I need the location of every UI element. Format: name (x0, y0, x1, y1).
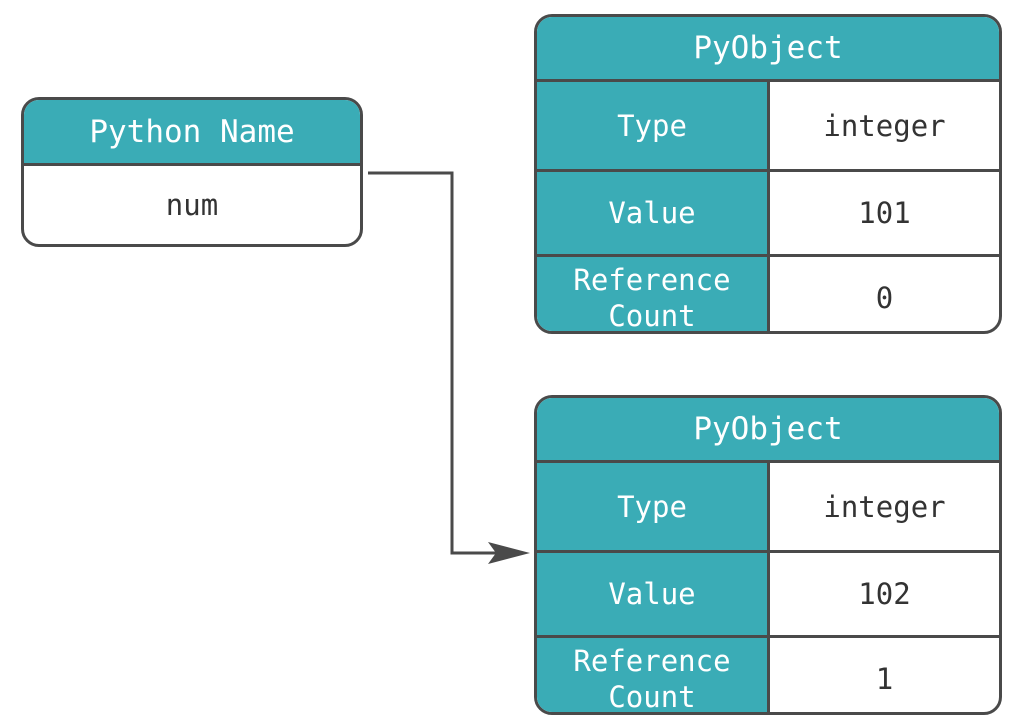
value-label: Value (537, 172, 770, 254)
refcount-value: 1 (875, 662, 894, 696)
type-row: Type integer (537, 463, 999, 550)
type-row: Type integer (537, 82, 999, 169)
type-value: integer (823, 489, 946, 524)
pyobject-title: PyObject (537, 398, 999, 463)
value-row: Value 101 (537, 169, 999, 254)
refcount-row: Reference Count 0 (537, 254, 999, 331)
value-value: 102 (858, 577, 911, 611)
python-name-value: num (165, 188, 219, 222)
refcount-value: 0 (875, 281, 894, 315)
python-name-title: Python Name (24, 100, 360, 166)
value-row: Value 102 (537, 550, 999, 635)
value-label: Value (537, 553, 770, 635)
type-label: Type (537, 463, 770, 550)
type-label: Type (537, 82, 770, 169)
refcount-label: Reference Count (537, 257, 770, 331)
refcount-row: Reference Count 1 (537, 635, 999, 712)
value-value: 101 (858, 196, 911, 230)
python-name-box: Python Name num (21, 97, 363, 247)
type-value: integer (823, 108, 946, 143)
refcount-label: Reference Count (537, 638, 770, 712)
pyobject-new: PyObject Type integer Value 102 Referenc… (534, 395, 1002, 715)
pyobject-old: PyObject Type integer Value 101 Referenc… (534, 14, 1002, 334)
pyobject-title: PyObject (537, 17, 999, 82)
